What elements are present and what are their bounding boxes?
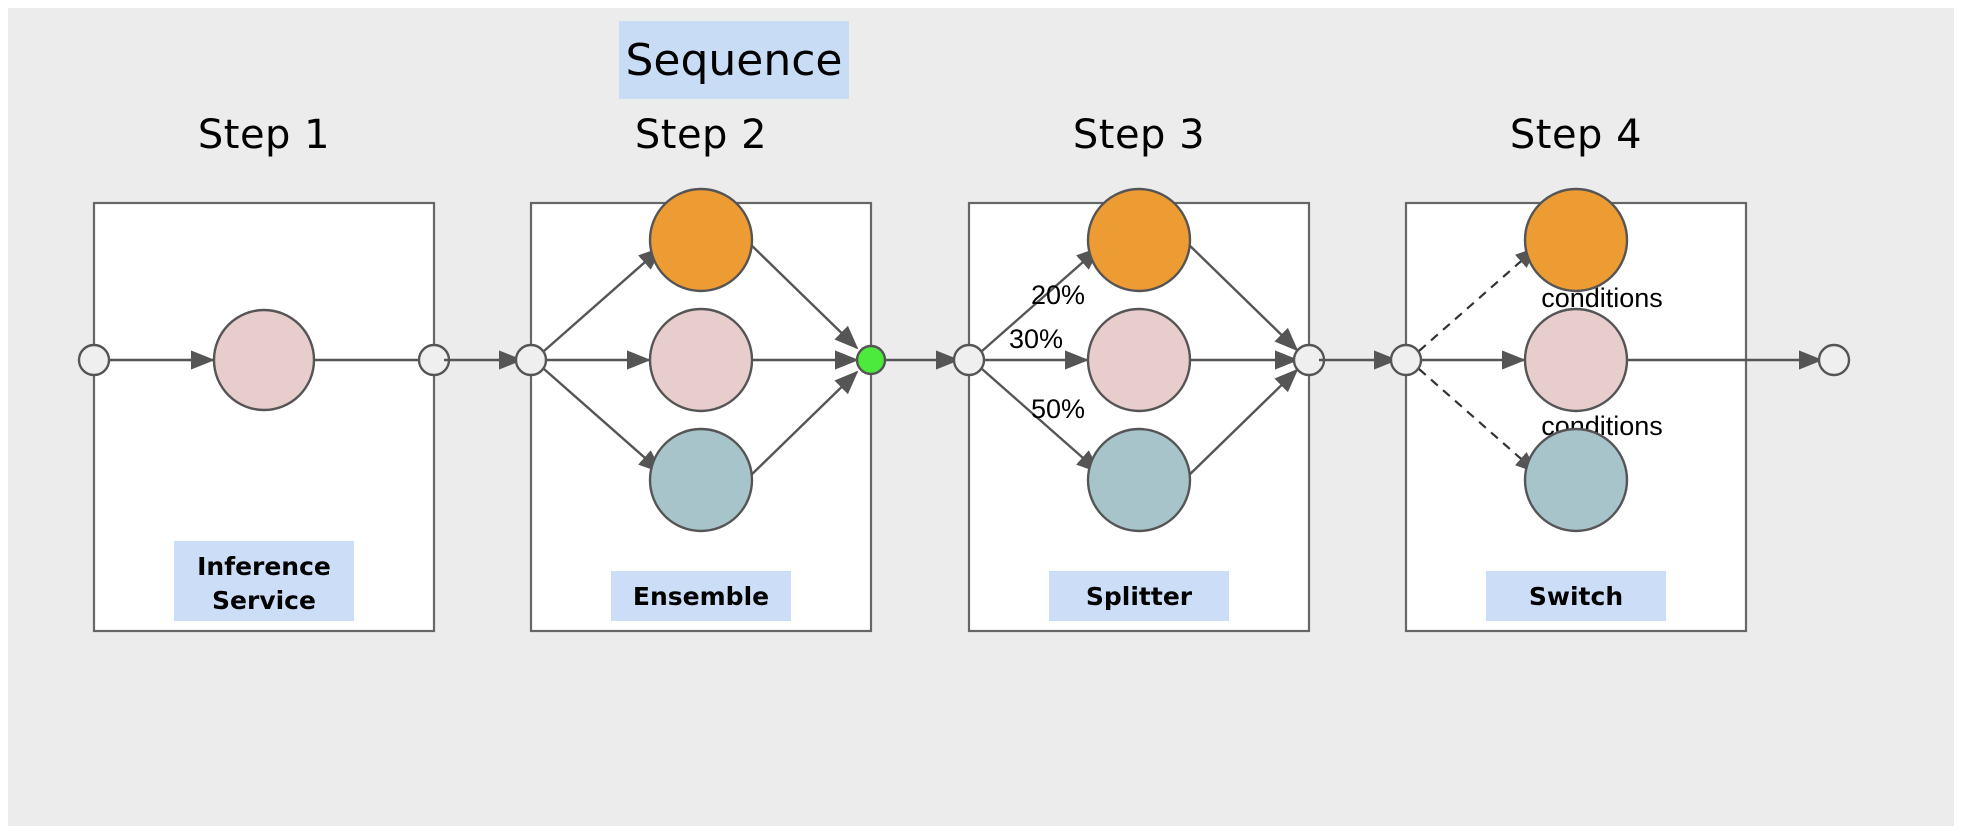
- step-1-group[interactable]: Step 1 Inference Service: [77, 112, 451, 633]
- step-3-group[interactable]: Step 3 20% 30% 50% Splitter: [952, 112, 1326, 633]
- step-3-tag-label: Splitter: [1086, 582, 1193, 611]
- step-1-model-node[interactable]: [212, 308, 316, 412]
- step-2-merge-node[interactable]: [855, 344, 887, 376]
- step-1-heading: Step 1: [198, 112, 330, 158]
- step-2-entry-connector[interactable]: [514, 343, 548, 377]
- step-3-heading: Step 3: [1073, 112, 1205, 158]
- diagram-surface: Sequence Step 1 Inference Service Step 2: [8, 8, 1954, 826]
- step-2-edge-bottom-to-merge: [745, 370, 859, 481]
- diagram-title: Sequence: [619, 21, 849, 99]
- step-2-model-node-top[interactable]: [648, 187, 754, 293]
- step-2-model-node-middle[interactable]: [648, 307, 754, 413]
- step-3-weight-label-middle: 30%: [1009, 324, 1063, 354]
- step-1-tag-background: [174, 541, 354, 621]
- step-4-model-node-middle[interactable]: [1523, 307, 1629, 413]
- step-3-tag-background: [1049, 571, 1229, 621]
- step-2-group[interactable]: Step 2 Ensemble: [514, 112, 887, 633]
- step-2-edge-entry-to-top: [543, 246, 663, 352]
- step-4-model-node-top[interactable]: [1523, 187, 1629, 293]
- step-2-edge-entry-to-bottom: [543, 368, 663, 474]
- step-3-weight-label-bottom: 50%: [1031, 394, 1085, 424]
- step-3-model-node-bottom[interactable]: [1086, 427, 1192, 533]
- step-2-heading: Step 2: [635, 112, 767, 158]
- step-3-weight-label-top: 20%: [1031, 280, 1085, 310]
- step-3-edge-entry-to-top: [981, 246, 1101, 352]
- step-4-model-node-bottom[interactable]: [1523, 427, 1629, 533]
- step-2-tag-background: [611, 571, 791, 621]
- step-3-entry-connector[interactable]: [952, 343, 986, 377]
- step-2-edge-top-to-merge: [745, 239, 859, 350]
- sequence-diagram: Sequence Step 1 Inference Service Step 2: [77, 21, 1851, 633]
- step-4-heading: Step 4: [1510, 112, 1642, 158]
- step-4-entry-connector[interactable]: [1389, 343, 1423, 377]
- step-1-entry-connector[interactable]: [77, 343, 111, 377]
- final-exit-connector[interactable]: [1817, 343, 1851, 377]
- step-4-tag-background: [1486, 571, 1666, 621]
- step-4-tag-label: Switch: [1529, 582, 1623, 611]
- title-label: Sequence: [625, 35, 842, 86]
- title-background: [619, 21, 849, 99]
- step-2-tag-label: Ensemble: [633, 582, 769, 611]
- step-4-edge-conditional-top: [1418, 246, 1538, 352]
- step-4-group[interactable]: Step 4 conditions conditions Switch: [1389, 112, 1748, 633]
- step-1-tag-line-2: Service: [212, 586, 316, 615]
- step-3-edge-bottom-to-exit: [1183, 368, 1299, 481]
- step-4-edge-conditional-bottom: [1418, 368, 1538, 474]
- step-3-model-node-middle[interactable]: [1086, 307, 1192, 413]
- step-2-model-node-bottom[interactable]: [648, 427, 754, 533]
- step-3-edge-entry-to-bottom: [981, 368, 1101, 474]
- step-1-tag-line-1: Inference: [197, 552, 331, 581]
- step-3-edge-top-to-exit: [1183, 239, 1299, 352]
- step-3-model-node-top[interactable]: [1086, 187, 1192, 293]
